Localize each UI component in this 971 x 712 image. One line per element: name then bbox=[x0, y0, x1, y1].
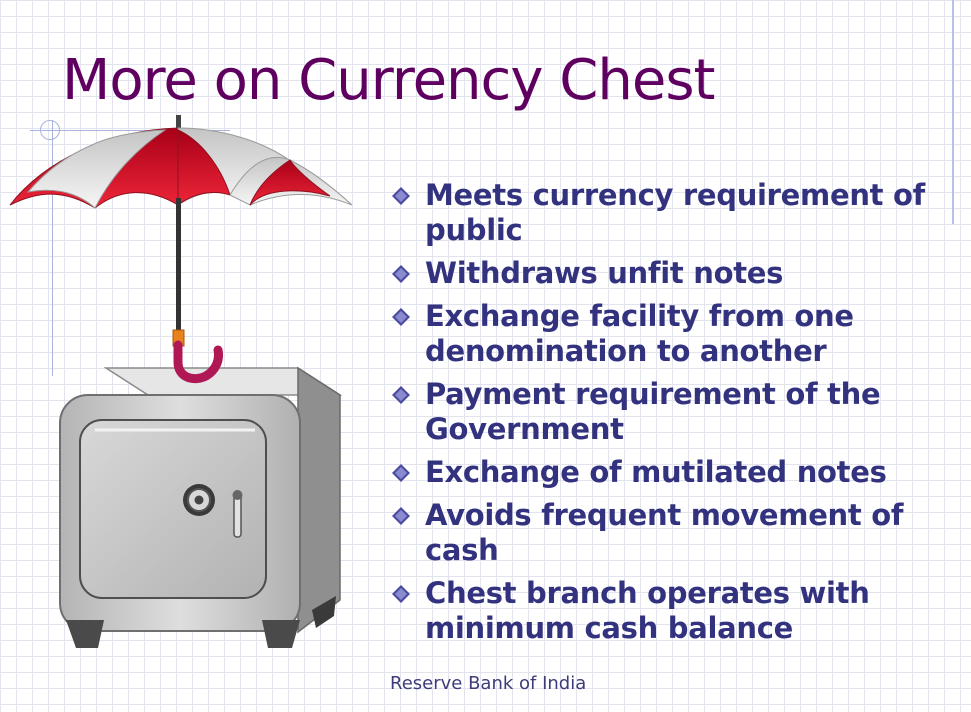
dial-icon bbox=[183, 484, 215, 516]
bullet-text: Chest branch operates with minimum cash … bbox=[425, 576, 870, 645]
bullet-item: Meets currency requirement of public bbox=[390, 178, 950, 248]
footer-text: Reserve Bank of India bbox=[390, 673, 587, 694]
bullet-item: Withdraws unfit notes bbox=[390, 256, 950, 291]
guide-line-vertical bbox=[52, 120, 53, 376]
umbrella-safe-illustration bbox=[9, 115, 353, 648]
bullet-item: Payment requirement of the Government bbox=[390, 377, 950, 447]
bullet-item: Exchange facility from one denomination … bbox=[390, 299, 950, 369]
diamond-bullet-icon bbox=[392, 507, 410, 525]
diamond-bullet-icon bbox=[392, 464, 410, 482]
diamond-bullet-icon bbox=[392, 265, 410, 283]
bullet-item: Avoids frequent movement of cash bbox=[390, 498, 950, 568]
diamond-bullet-icon bbox=[392, 386, 410, 404]
diamond-bullet-icon bbox=[392, 187, 410, 205]
bullet-text: Payment requirement of the Government bbox=[425, 377, 881, 446]
bullet-item: Exchange of mutilated notes bbox=[390, 455, 950, 490]
diamond-bullet-icon bbox=[392, 585, 410, 603]
slide-title: More on Currency Chest bbox=[62, 48, 715, 113]
diamond-bullet-icon bbox=[392, 308, 410, 326]
umbrella-icon bbox=[9, 115, 353, 384]
handle-icon bbox=[232, 490, 243, 538]
bullet-text: Avoids frequent movement of cash bbox=[425, 498, 904, 567]
safe-icon bbox=[59, 366, 343, 648]
bullet-text: Withdraws unfit notes bbox=[425, 256, 784, 290]
bullet-text: Meets currency requirement of public bbox=[425, 178, 925, 247]
bullet-text: Exchange of mutilated notes bbox=[425, 455, 887, 489]
guide-crosshair-circle bbox=[40, 120, 60, 140]
guide-line-horizontal bbox=[30, 130, 230, 131]
bullet-item: Chest branch operates with minimum cash … bbox=[390, 576, 950, 646]
right-edge-rule bbox=[952, 0, 954, 224]
bullet-list: Meets currency requirement of public Wit… bbox=[390, 178, 950, 654]
bullet-text: Exchange facility from one denomination … bbox=[425, 299, 854, 368]
